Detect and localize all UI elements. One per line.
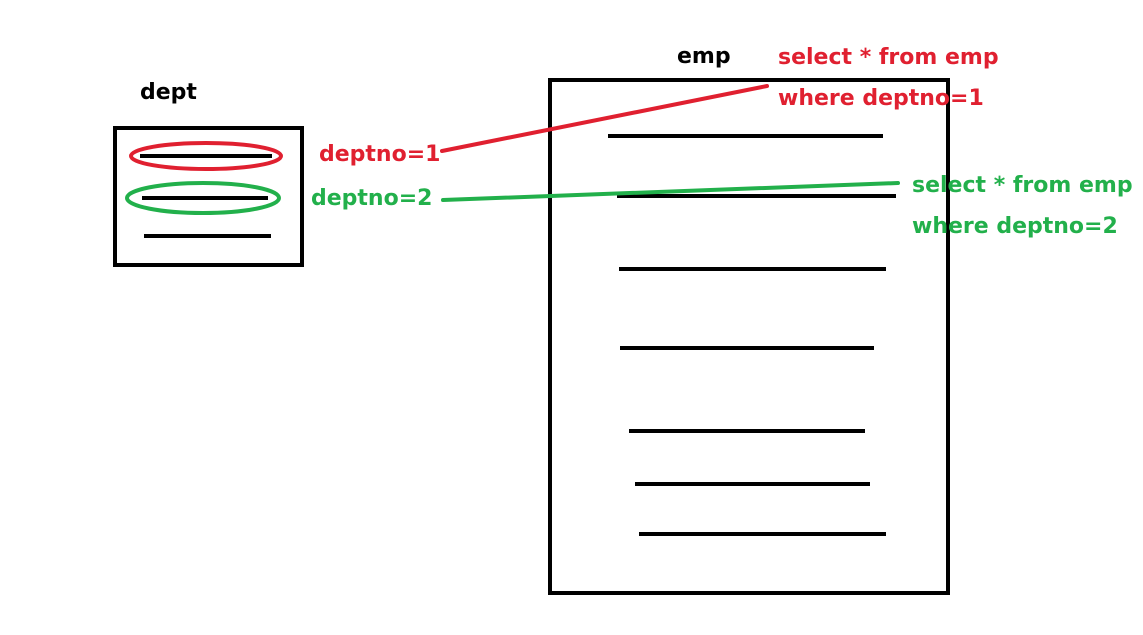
query-2-connector — [441, 181, 900, 202]
emp-table-title: emp — [677, 44, 731, 69]
query-2-sql-line-1: select * from emp — [912, 173, 1133, 198]
query-1-annotation: deptno=1 select * from emp where deptno=… — [129, 45, 999, 171]
query-1-connector — [440, 84, 769, 153]
dept-table-title: dept — [140, 80, 197, 105]
query-2-key-label: deptno=2 — [311, 186, 432, 211]
query-2-annotation: deptno=2 select * from emp where deptno=… — [125, 173, 1133, 239]
dept-table-box — [113, 126, 304, 267]
dept-row-2-highlight — [125, 181, 281, 215]
query-1-sql-line-1: select * from emp — [778, 45, 999, 70]
query-1-sql-line-2: where deptno=1 — [778, 86, 984, 111]
dept-table: dept — [113, 80, 304, 267]
emp-table: emp — [548, 44, 950, 595]
query-1-key-label: deptno=1 — [319, 142, 440, 167]
dept-row-1-highlight — [129, 141, 283, 171]
query-2-sql-line-2: where deptno=2 — [912, 214, 1118, 239]
emp-table-box — [548, 78, 950, 595]
